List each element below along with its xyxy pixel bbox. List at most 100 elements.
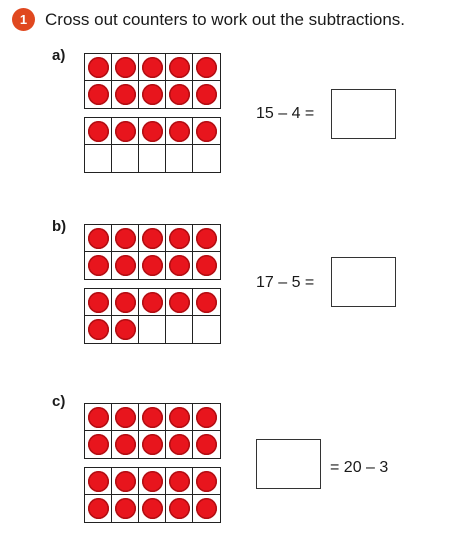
red-counter[interactable]	[168, 406, 190, 428]
ten-frame-cell	[139, 404, 166, 431]
part-label: c)	[52, 393, 66, 410]
red-counter[interactable]	[168, 56, 190, 78]
red-counter[interactable]	[87, 434, 109, 455]
red-counter[interactable]	[87, 84, 109, 105]
red-counter[interactable]	[141, 406, 163, 428]
red-counter[interactable]	[141, 120, 163, 142]
question-number-badge: 1	[12, 8, 35, 31]
red-counter[interactable]	[114, 227, 136, 249]
ten-frame-cell	[139, 289, 166, 316]
ten-frame-cell	[85, 495, 112, 522]
ten-frame-cell	[166, 54, 193, 81]
red-counter[interactable]	[114, 498, 136, 519]
red-counter[interactable]	[87, 120, 109, 142]
red-counter[interactable]	[196, 434, 217, 455]
red-counter[interactable]	[168, 498, 190, 519]
ten-frame-cell	[166, 316, 193, 343]
red-counter[interactable]	[196, 84, 217, 105]
red-counter[interactable]	[141, 434, 163, 455]
red-counter[interactable]	[168, 227, 190, 249]
red-counter[interactable]	[114, 470, 136, 492]
equation-text: 15 – 4 =	[256, 105, 315, 122]
red-counter[interactable]	[196, 470, 217, 492]
ten-frame-cell	[112, 468, 139, 495]
ten-frame-top	[84, 53, 221, 109]
ten-frame-cell	[193, 81, 220, 108]
ten-frame-cell	[85, 145, 112, 172]
ten-frame-cell	[139, 225, 166, 252]
red-counter[interactable]	[168, 255, 190, 276]
ten-frame-cell	[166, 495, 193, 522]
red-counter[interactable]	[114, 255, 136, 276]
ten-frame-cell	[193, 404, 220, 431]
red-counter[interactable]	[168, 434, 190, 455]
ten-frame-cell	[139, 252, 166, 279]
red-counter[interactable]	[141, 56, 163, 78]
answer-box[interactable]	[331, 89, 396, 139]
ten-frame-bottom	[84, 117, 221, 173]
red-counter[interactable]	[87, 291, 109, 313]
red-counter[interactable]	[196, 291, 217, 313]
ten-frame-cell	[85, 81, 112, 108]
ten-frame-top	[84, 403, 221, 459]
red-counter[interactable]	[114, 56, 136, 78]
red-counter[interactable]	[141, 227, 163, 249]
red-counter[interactable]	[196, 227, 217, 249]
ten-frame-cell	[166, 431, 193, 458]
red-counter[interactable]	[168, 470, 190, 492]
ten-frame-cell	[193, 468, 220, 495]
ten-frame-cell	[85, 316, 112, 343]
red-counter[interactable]	[114, 84, 136, 105]
red-counter[interactable]	[87, 498, 109, 519]
red-counter[interactable]	[87, 227, 109, 249]
ten-frame-cell	[166, 289, 193, 316]
answer-box[interactable]	[256, 439, 321, 489]
red-counter[interactable]	[141, 84, 163, 105]
ten-frame-cell	[112, 495, 139, 522]
red-counter[interactable]	[168, 84, 190, 105]
ten-frame-cell	[112, 404, 139, 431]
ten-frame-cell	[193, 495, 220, 522]
ten-frame-cell	[166, 252, 193, 279]
ten-frame-cell	[193, 225, 220, 252]
red-counter[interactable]	[196, 498, 217, 519]
ten-frame-cell	[193, 316, 220, 343]
ten-frame-bottom	[84, 467, 221, 523]
red-counter[interactable]	[141, 255, 163, 276]
red-counter[interactable]	[87, 406, 109, 428]
ten-frame-cell	[85, 468, 112, 495]
red-counter[interactable]	[87, 56, 109, 78]
ten-frame-cell	[166, 145, 193, 172]
red-counter[interactable]	[168, 120, 190, 142]
red-counter[interactable]	[114, 291, 136, 313]
answer-box[interactable]	[331, 257, 396, 307]
ten-frame-cell	[112, 431, 139, 458]
red-counter[interactable]	[114, 406, 136, 428]
red-counter[interactable]	[141, 470, 163, 492]
ten-frame-cell	[112, 316, 139, 343]
red-counter[interactable]	[196, 120, 217, 142]
ten-frame-cell	[139, 118, 166, 145]
red-counter[interactable]	[141, 291, 163, 313]
ten-frame-cell	[85, 431, 112, 458]
red-counter[interactable]	[87, 255, 109, 276]
ten-frame-cell	[85, 289, 112, 316]
red-counter[interactable]	[114, 319, 136, 340]
red-counter[interactable]	[114, 120, 136, 142]
red-counter[interactable]	[196, 406, 217, 428]
red-counter[interactable]	[168, 291, 190, 313]
ten-frame-cell	[139, 145, 166, 172]
ten-frame-cell	[193, 252, 220, 279]
red-counter[interactable]	[114, 434, 136, 455]
ten-frame-cell	[193, 145, 220, 172]
ten-frame-cell	[193, 54, 220, 81]
ten-frame-cell	[112, 225, 139, 252]
ten-frame-cell	[85, 54, 112, 81]
red-counter[interactable]	[196, 56, 217, 78]
red-counter[interactable]	[196, 255, 217, 276]
red-counter[interactable]	[141, 498, 163, 519]
ten-frame-cell	[112, 81, 139, 108]
ten-frame-cell	[166, 81, 193, 108]
red-counter[interactable]	[87, 470, 109, 492]
red-counter[interactable]	[87, 319, 109, 340]
